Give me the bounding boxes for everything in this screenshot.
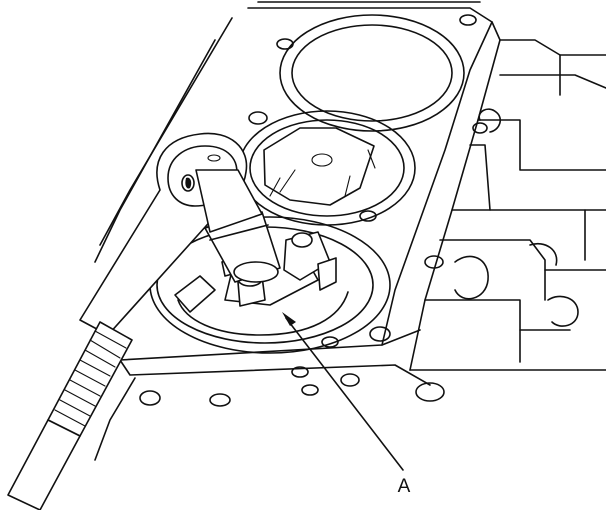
block-side-details: [409, 39, 606, 371]
cylinder-bore-3: [279, 14, 465, 132]
callout-label-a: A: [397, 476, 411, 497]
ratchet-grip: [7, 321, 133, 510]
cylinder-bore-2: [238, 110, 416, 226]
callout-leader: [282, 312, 404, 471]
ratchet-wrench: [79, 132, 263, 336]
socket-extension: [204, 211, 281, 283]
